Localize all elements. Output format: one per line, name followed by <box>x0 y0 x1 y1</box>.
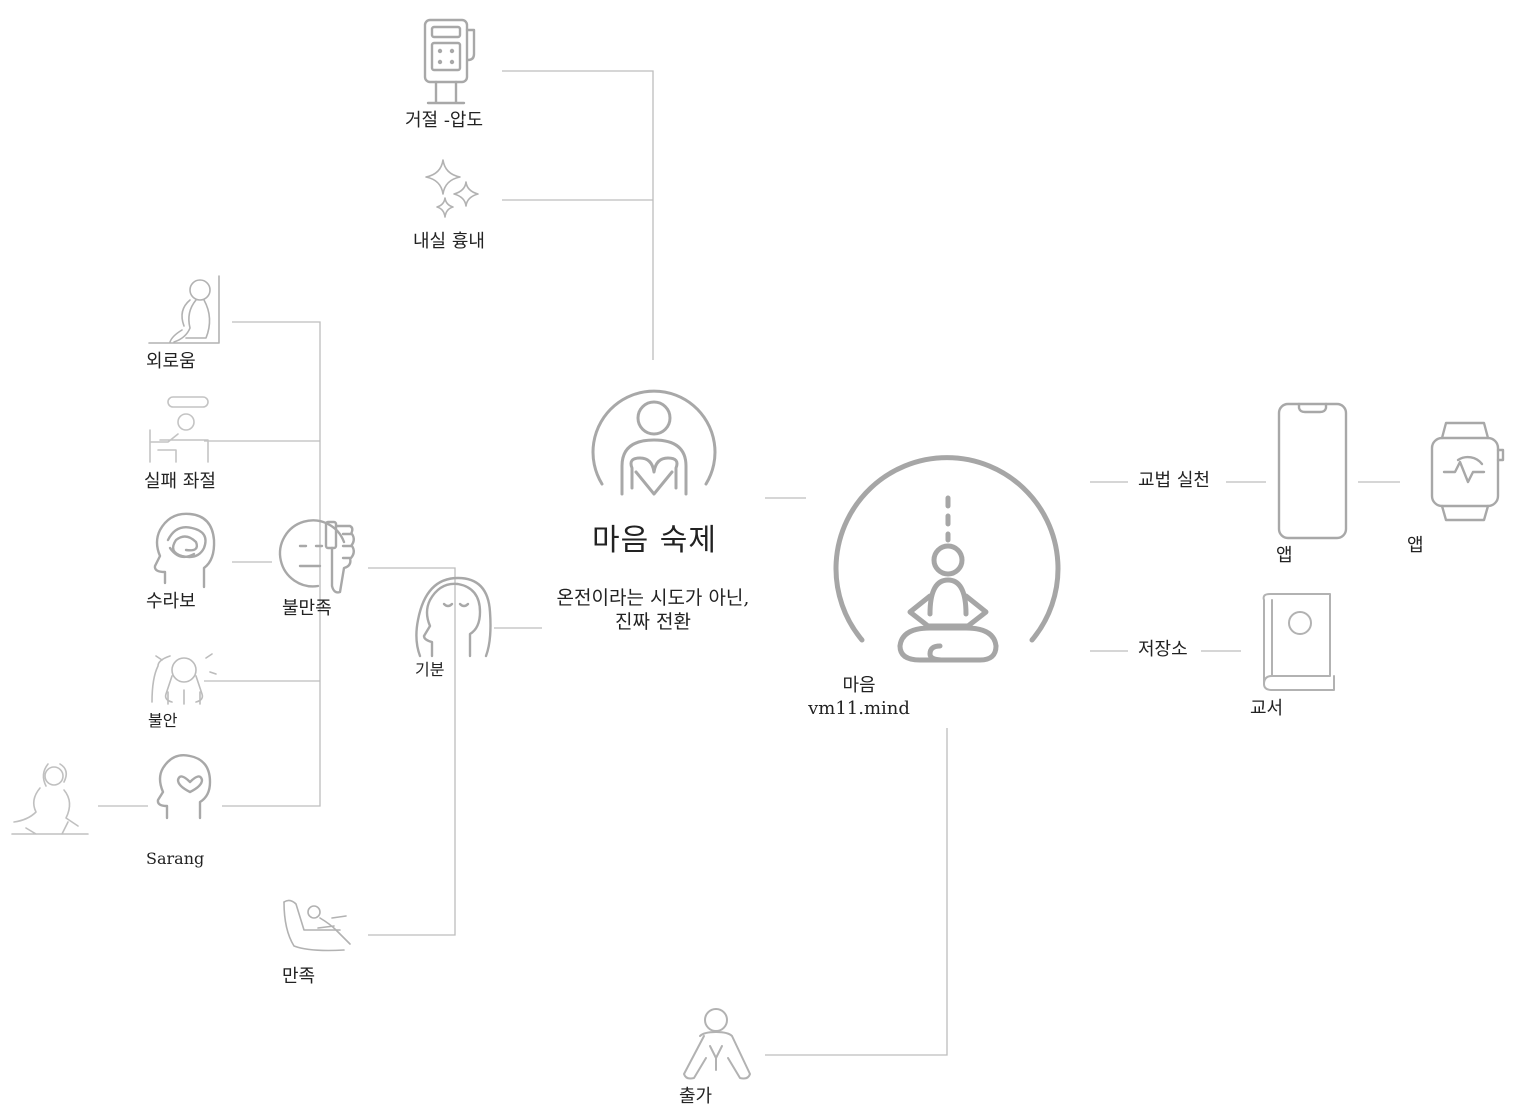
person-holding-heart-icon <box>591 389 717 496</box>
lonely-person-icon <box>148 275 220 344</box>
label-mind: 마음 <box>842 675 876 696</box>
label-mood: 기분 <box>415 660 445 679</box>
label-vm11-mind: vm11.mind <box>808 698 910 719</box>
heart-head-icon <box>156 754 212 820</box>
failure-desk-icon <box>149 396 209 463</box>
connector-lines <box>98 70 1400 1056</box>
label-textbook: 교서 <box>1250 698 1284 719</box>
anxious-person-icon <box>151 653 217 705</box>
label-failure: 실패 좌절 <box>144 471 216 492</box>
smartwatch-icon <box>1430 421 1505 522</box>
label-mind-homework: 마음 숙제 <box>592 523 717 558</box>
meditation-icon <box>833 455 1061 663</box>
label-loneliness: 외로움 <box>146 351 196 372</box>
book-icon <box>1262 593 1335 691</box>
thumbs-down-face-icon <box>278 519 355 594</box>
tangled-head-icon <box>153 512 216 589</box>
label-renunciation: 출가 <box>679 1086 713 1107</box>
sparkles-icon <box>425 159 479 218</box>
smartphone-icon <box>1277 402 1348 540</box>
label-repository: 저장소 <box>1138 639 1188 660</box>
relaxing-person-icon <box>283 899 351 952</box>
label-satisfaction: 만족 <box>282 966 316 987</box>
label-subtitle-1: 온전이라는 시도가 아닌, <box>556 587 750 609</box>
label-imitation: 내실 흉내 <box>413 231 485 252</box>
label-confusion: 수라보 <box>146 591 196 612</box>
mood-head-icon <box>415 576 492 658</box>
label-app-phone: 앱 <box>1276 545 1293 566</box>
label-subtitle-2: 진짜 전환 <box>615 611 691 633</box>
label-app-watch: 앱 <box>1407 535 1424 556</box>
hugging-person-icon <box>11 763 89 835</box>
label-dissatisfaction: 불만족 <box>282 598 332 619</box>
monk-icon <box>683 1008 751 1080</box>
kiosk-icon <box>423 18 476 105</box>
label-love: Sarang <box>146 849 205 868</box>
label-practice: 교법 실천 <box>1138 470 1210 491</box>
label-rejection: 거절 -압도 <box>405 110 484 131</box>
label-anxiety: 불안 <box>148 711 178 730</box>
